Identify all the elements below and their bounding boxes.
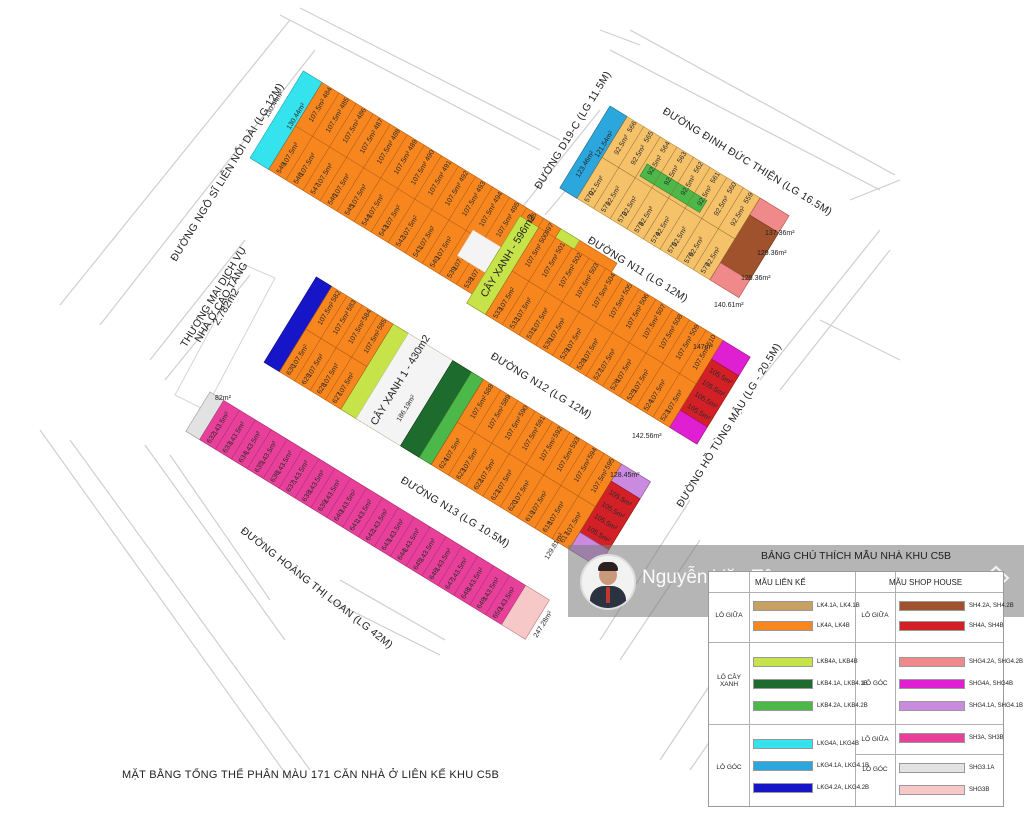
block-3: 92.5m²92.5m²57056692.5m²92.5m²57156592.5…	[559, 105, 790, 298]
legend-right-label: SHG4A, SHG4B	[969, 681, 1014, 687]
legend-right-swatch	[899, 657, 965, 667]
legend-left-swatch	[753, 601, 813, 611]
legend-right-group-3: LÔ GIỮA	[861, 736, 889, 743]
plan-caption: MẶT BẰNG TỔNG THỂ PHÂN MÀU 171 CĂN NHÀ Ở…	[122, 769, 500, 781]
legend-left-item-2: LK4A, LK4B	[753, 620, 850, 632]
legend-right-label: SH4A, SH4B	[969, 623, 1004, 629]
legend-left-label: LKB4A, LKB4B	[817, 659, 858, 665]
legend-left-swatch	[753, 739, 813, 749]
legend-left-label: LKB4.2A, LKB4.2B	[817, 703, 868, 709]
legend-left-item-3: LKB4A, LKB4B	[753, 656, 858, 668]
legend-right-swatch	[899, 679, 965, 689]
legend-left-swatch	[753, 783, 813, 793]
lot-b3-a: 137.36m²	[765, 230, 795, 237]
legend-right-label: SH4.2A, SH4.2B	[969, 603, 1014, 609]
legend-right-swatch	[899, 601, 965, 611]
legend-right-label: SH3A, SH3B	[969, 735, 1004, 741]
legend-left-label: LKB4.1A, LKB4.1B	[817, 681, 868, 687]
lot-b3-c: 129.36m²	[741, 275, 771, 282]
legend-right-item-6: SH3A, SH3B	[899, 732, 1004, 744]
legend-right-item-4: SHG4A, SHG4B	[899, 678, 1013, 690]
legend-left-item-4: LKB4.1A, LKB4.1B	[753, 678, 868, 690]
legend-right-swatch	[899, 733, 965, 743]
legend-right-item-7: SHG3.1A	[899, 762, 994, 774]
lot-hl-top: 82m²	[215, 395, 232, 402]
legend-right-item-1: SH4.2A, SH4.2B	[899, 600, 1014, 612]
lot-b3-d: 140.61m²	[714, 302, 744, 309]
legend-right-group-1: LÔ GIỮA	[861, 612, 889, 619]
legend-left-swatch	[753, 701, 813, 711]
legend-left-item-8: LKG4.2A, LKG4.2B	[753, 782, 869, 794]
lot-n12-low: 142.56m²	[632, 433, 662, 440]
legend-title: BẢNG CHÚ THÍCH MẪU NHÀ KHU C5B	[761, 550, 951, 562]
lot-n13-corner: 128.45m²	[610, 472, 640, 479]
legend-col-left: MẪU LIÊN KẾ	[755, 578, 806, 587]
legend-left-label: LK4A, LK4B	[817, 623, 850, 629]
legend-left-label: LKG4A, LKG4B	[817, 741, 860, 747]
road-ngo-si-lien: ĐƯỜNG NGÔ SĨ LIÊN NỐI DÀI (LG 12M)	[167, 80, 287, 264]
legend-col-right: MẪU SHOP HOUSE	[889, 578, 963, 587]
legend-right-label: SHG4.1A, SHG4.1B	[969, 703, 1024, 709]
legend-left-item-1: LK4.1A, LK4.1B	[753, 600, 860, 612]
legend-left-swatch	[753, 657, 813, 667]
legend-right-swatch	[899, 763, 965, 773]
legend-left-label: LK4.1A, LK4.1B	[817, 603, 860, 609]
legend-left-label: LKG4.2A, LKG4.2B	[817, 785, 870, 791]
legend-right-group-4: LÔ GÓC	[862, 766, 888, 773]
legend-left-item-5: LKB4.2A, LKB4.2B	[753, 700, 868, 712]
user-avatar-icon	[580, 554, 636, 610]
lot-n12-corner: 147m²	[693, 344, 714, 351]
legend-left-item-6: LKG4A, LKG4B	[753, 738, 859, 750]
legend-left-item-7: LKG4.1A, LKG4.1B	[753, 760, 869, 772]
legend-right-swatch	[899, 785, 965, 795]
lot-b3-b: 129.36m²	[757, 250, 787, 257]
legend-right-item-3: SHG4.2A, SHG4.2B	[899, 656, 1023, 668]
legend-right-swatch	[899, 701, 965, 711]
legend-right-label: SHG3.1A	[969, 765, 995, 771]
block-2: 107.5m²107.5m²533500107.5m²107.5m²532501…	[466, 215, 751, 445]
legend-left-group-3: LÔ GÓC	[716, 764, 742, 771]
legend-right-label: SHG4.2A, SHG4.2B	[969, 659, 1024, 665]
legend-left-swatch	[753, 679, 813, 689]
legend-left-swatch	[753, 761, 813, 771]
legend-left-swatch	[753, 621, 813, 631]
legend-left-label: LKG4.1A, LKG4.1B	[817, 763, 870, 769]
legend-right-label: SHG3B	[969, 787, 990, 793]
legend-right-item-5: SHG4.1A, SHG4.1B	[899, 700, 1023, 712]
legend-right-group-2: LÔ GÓC	[862, 680, 888, 687]
legend-right-swatch	[899, 621, 965, 631]
legend-left-group-2: LÔ CÂY XANH	[717, 674, 741, 688]
legend-table: BẢNG CHÚ THÍCH MẪU NHÀ KHU C5B MẪU LIÊN …	[708, 550, 1023, 807]
block-4: 107.5m²107.5m²630582107.5m²107.5m²629583…	[263, 276, 651, 568]
legend-right-item-8: SHG3B	[899, 784, 989, 796]
legend-right-item-2: SH4A, SH4B	[899, 620, 1004, 632]
legend-left-group-1: LÔ GIỮA	[715, 612, 743, 619]
commercial-zone-outline	[174, 264, 276, 411]
